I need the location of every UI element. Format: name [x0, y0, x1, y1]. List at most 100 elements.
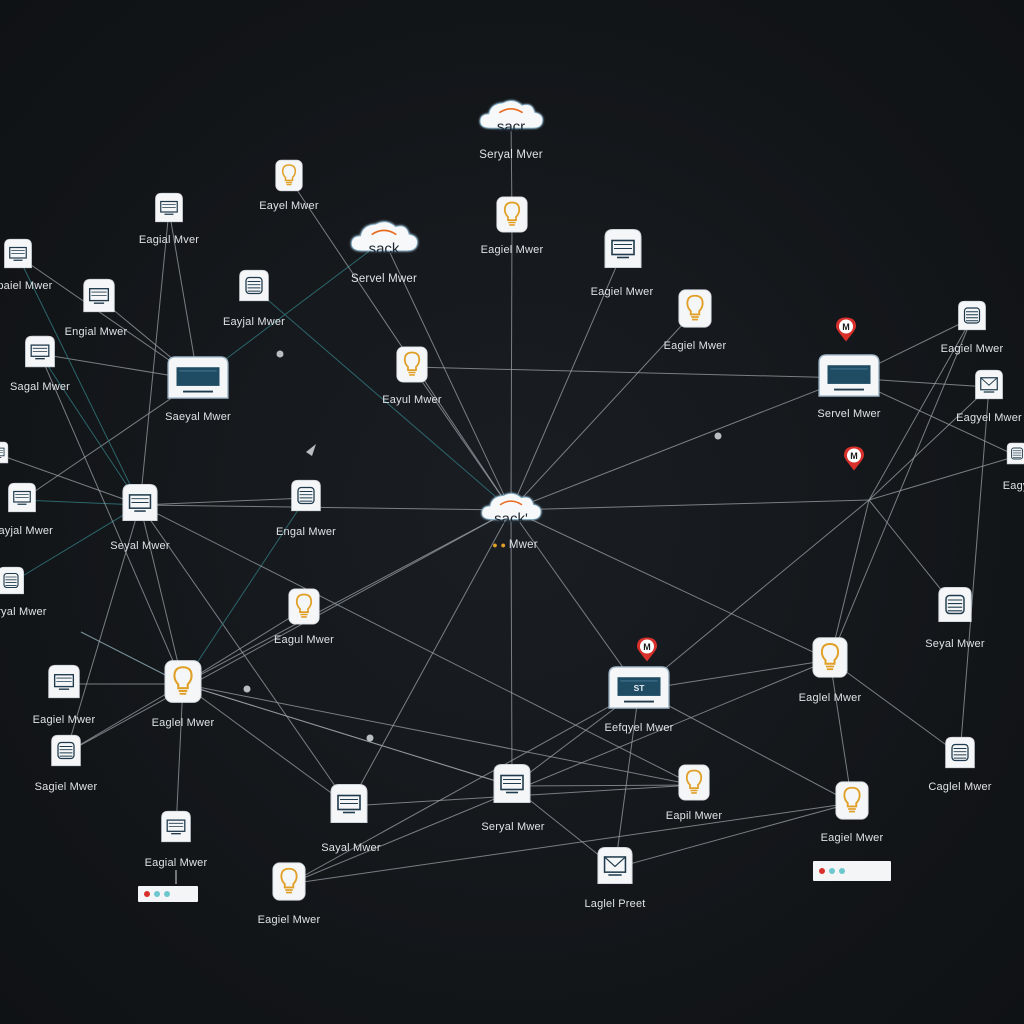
node-label-text: Eagiel Mwer [663, 340, 727, 352]
node-label-text: Eagyl [1002, 480, 1024, 492]
node-label-text: Eayjal Mwer [222, 316, 286, 328]
node-label: Engal Mwer [276, 526, 336, 538]
device-node[interactable] [944, 736, 976, 775]
device-node[interactable] [0, 441, 9, 469]
node-label: Servel Mwer [817, 408, 880, 420]
bulb-node[interactable] [812, 637, 848, 683]
switch-node[interactable] [815, 351, 883, 405]
node-label-text: Eagiel Mwer [32, 714, 96, 726]
node-label: Sagiel Mwer [35, 781, 98, 793]
node-label: Eagiel Mwer [591, 286, 654, 298]
node-label-text: Seyal Mwer [110, 540, 170, 552]
server-icon [50, 734, 82, 773]
connection-line [21, 499, 141, 506]
node-label: Eagyel Mwer [956, 412, 1022, 424]
server-icon [0, 566, 25, 600]
bulb-node[interactable] [835, 781, 869, 825]
node-label-text: Seryal Mwer [481, 821, 545, 833]
connection-line [510, 377, 850, 511]
node-label: Seyal Mwer [925, 638, 984, 650]
cloud-node[interactable]: sacr [475, 96, 546, 139]
connection-line [182, 683, 695, 786]
monitor-icon [82, 278, 116, 319]
device-node[interactable] [24, 335, 56, 374]
server-icon [290, 479, 322, 518]
alert-pin-icon[interactable]: M [835, 317, 857, 348]
node-label-text: Laglel Preet [584, 898, 646, 910]
device-node[interactable] [1006, 442, 1024, 470]
device-node[interactable] [3, 238, 33, 275]
device-node[interactable] [957, 300, 987, 337]
lightbulb-icon [288, 588, 320, 630]
connection-line [0, 454, 141, 506]
lightbulb-icon [835, 781, 869, 825]
connection-line [510, 509, 513, 787]
status-dot [144, 891, 150, 897]
connection-line [139, 497, 307, 506]
status-dot [154, 891, 160, 897]
server-icon [944, 736, 976, 775]
cloud-node[interactable]: sack [346, 217, 421, 262]
connection-line [253, 287, 512, 511]
connection-line [829, 659, 853, 804]
bulb-node[interactable] [272, 862, 306, 906]
device-node[interactable] [290, 479, 322, 518]
bulb-node[interactable] [164, 660, 202, 709]
alert-pin-icon[interactable]: M [843, 446, 865, 477]
alert-pin-icon[interactable]: M [636, 637, 658, 668]
node-label: Engial Mwer [65, 326, 128, 338]
node-label-text: Seyal Mwer [925, 638, 985, 650]
bulb-node[interactable] [678, 764, 710, 806]
cloud-node[interactable]: sack' [477, 490, 544, 531]
connection-line [182, 683, 350, 807]
device-node[interactable] [937, 586, 973, 629]
connection-line [510, 499, 870, 511]
status-dot [839, 868, 845, 874]
node-label: Sayal Mwer [321, 842, 380, 854]
node-label: Eayel Mwer [259, 200, 318, 212]
device-node[interactable] [7, 482, 37, 519]
cloud-text: sacr [496, 118, 526, 136]
node-label: Eagiel Mwer [33, 714, 96, 726]
connection-line [65, 509, 512, 754]
connection-line [288, 689, 640, 885]
device-node[interactable] [121, 483, 159, 528]
connection-line [510, 509, 831, 661]
node-label: Seryal Mwer [481, 821, 544, 833]
connection-line [511, 784, 695, 787]
lightbulb-icon [164, 660, 202, 709]
monitor-icon [160, 810, 192, 849]
switch-node[interactable] [164, 353, 232, 407]
cloud-text: sack' [494, 510, 528, 528]
node-label: Eefqyel Mwer [604, 722, 673, 734]
bulb-node[interactable] [396, 346, 428, 388]
device-node[interactable] [492, 763, 532, 810]
device-node[interactable] [160, 810, 192, 849]
lightbulb-icon [275, 159, 303, 196]
device-node[interactable] [154, 192, 184, 229]
bulb-node[interactable] [275, 159, 303, 196]
device-node[interactable] [82, 278, 116, 319]
device-node[interactable] [50, 734, 82, 773]
bulb-node[interactable] [496, 196, 528, 238]
arrowhead [306, 444, 316, 456]
bulb-node[interactable] [678, 289, 712, 333]
cloud-icon: sack' [477, 490, 544, 531]
device-node[interactable] [329, 783, 369, 830]
device-node[interactable] [238, 269, 270, 308]
connection-line [288, 177, 512, 511]
bulb-node[interactable] [288, 588, 320, 630]
device-node[interactable] [47, 664, 81, 705]
switch-node[interactable]: ST [605, 663, 673, 717]
cloud-icon: sacr [475, 96, 546, 139]
node-label-text: Eagiel Mwer [590, 286, 654, 298]
device-node[interactable] [596, 846, 634, 891]
status-dot [819, 868, 825, 874]
connection-line [139, 504, 512, 511]
node-label-text: Eefqyel Mwer [604, 722, 674, 734]
device-node[interactable] [0, 566, 25, 600]
device-node[interactable] [974, 369, 1004, 406]
node-label-text: Eagiel Mwer [480, 244, 544, 256]
device-node[interactable] [603, 228, 643, 275]
connection-line [510, 216, 513, 511]
